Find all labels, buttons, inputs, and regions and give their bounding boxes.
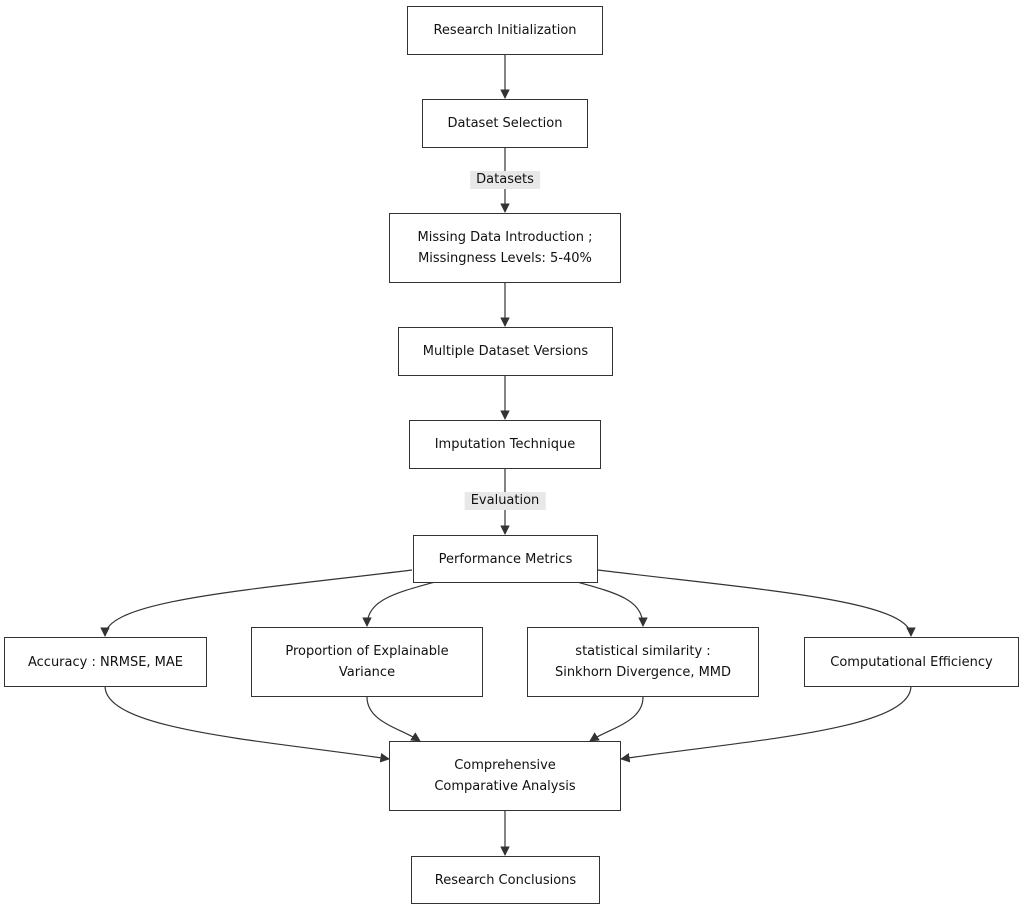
node-label: Imputation Technique bbox=[434, 437, 576, 452]
node-imputation-technique: Imputation Technique bbox=[409, 420, 601, 469]
node-dataset-selection: Dataset Selection bbox=[422, 99, 588, 148]
node-accuracy: Accuracy : NRMSE, MAE bbox=[4, 637, 207, 687]
edge-metrics-to-variance bbox=[362, 581, 436, 627]
node-label: Research Conclusions bbox=[434, 872, 577, 888]
edge-variance-to-comparative bbox=[366, 696, 421, 742]
edge-metrics-to-accuracy bbox=[100, 569, 413, 637]
node-label-line2: Sinkhorn Divergence, MMD bbox=[554, 665, 732, 680]
node-label: Computational Efficiency bbox=[830, 654, 993, 670]
node-label-line1: Missing Data Introduction ; bbox=[417, 230, 593, 245]
edge-metrics-to-efficiency bbox=[597, 569, 916, 637]
edge-label-datasets: Datasets bbox=[470, 171, 540, 189]
node-multiple-dataset-versions: Multiple Dataset Versions bbox=[398, 327, 613, 376]
node-label-line1: Proportion of Explainable bbox=[285, 644, 449, 659]
node-label: Research Initialization bbox=[433, 23, 577, 38]
node-label-line1: statistical similarity : bbox=[575, 644, 711, 659]
node-label: Performance Metrics bbox=[438, 551, 573, 567]
node-label: Multiple Dataset Versions bbox=[422, 344, 589, 359]
node-missing-data-introduction: Missing Data Introduction ; Missingness … bbox=[389, 213, 621, 283]
node-research-initialization: Research Initialization bbox=[407, 6, 603, 55]
node-proportion-explainable-variance: Proportion of Explainable Variance bbox=[251, 627, 483, 697]
edge-efficiency-to-comparative bbox=[620, 685, 912, 763]
edge-accuracy-to-comparative bbox=[104, 685, 390, 763]
node-performance-metrics: Performance Metrics bbox=[413, 535, 598, 583]
node-label: Dataset Selection bbox=[447, 116, 563, 131]
node-label: Accuracy : NRMSE, MAE bbox=[27, 654, 184, 670]
edge-label-evaluation: Evaluation bbox=[464, 492, 546, 510]
node-label-line2: Comparative Analysis bbox=[434, 779, 576, 794]
node-label-line2: Variance bbox=[338, 665, 396, 680]
edge-metrics-to-similarity bbox=[576, 581, 648, 627]
node-label-line2: Missingness Levels: 5-40% bbox=[418, 251, 592, 266]
node-research-conclusions: Research Conclusions bbox=[411, 856, 600, 904]
node-statistical-similarity: statistical similarity : Sinkhorn Diverg… bbox=[527, 627, 759, 697]
node-comprehensive-comparative-analysis: Comprehensive Comparative Analysis bbox=[389, 741, 621, 811]
edge-similarity-to-comparative bbox=[589, 696, 644, 742]
node-computational-efficiency: Computational Efficiency bbox=[804, 637, 1019, 687]
node-label-line1: Comprehensive bbox=[454, 758, 556, 773]
